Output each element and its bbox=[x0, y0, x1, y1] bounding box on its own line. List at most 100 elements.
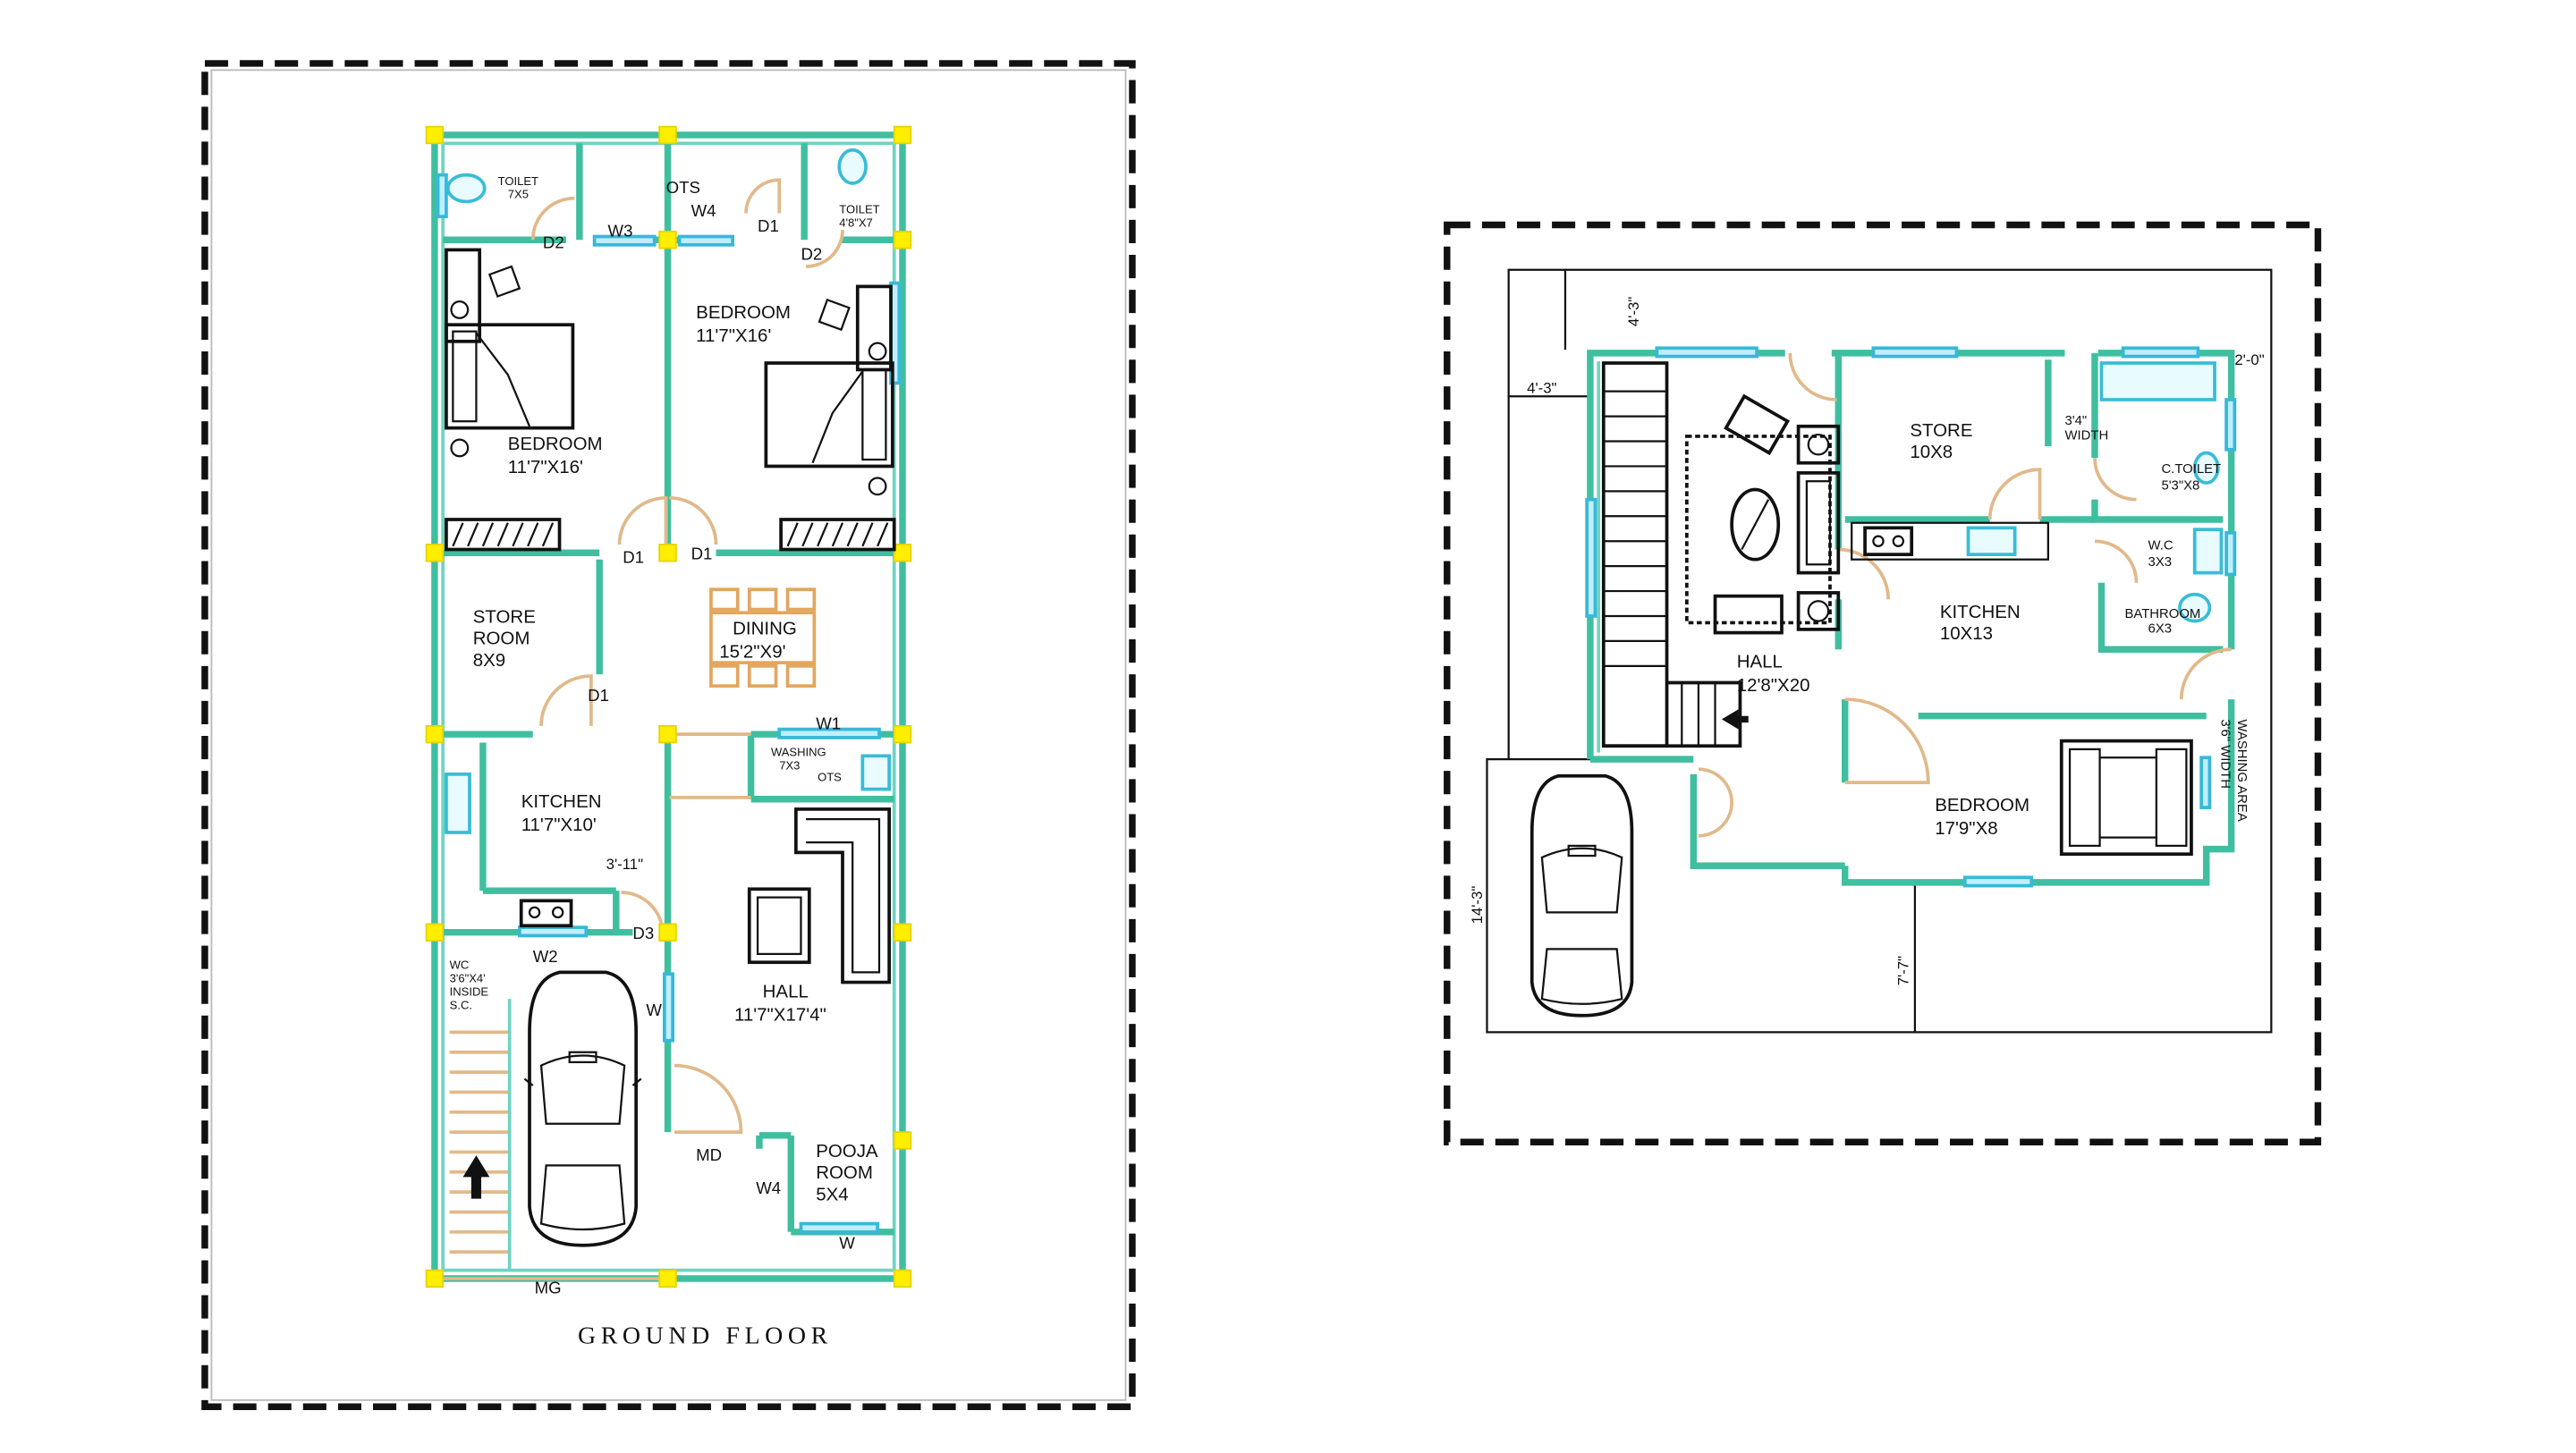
width-note-line1: 3'4" bbox=[2064, 414, 2087, 428]
ground-room-labels: TOILET 7X5 OTS TOILET 4'8"X7 BEDROOM 11'… bbox=[450, 174, 880, 1205]
ground-floor-sheet-border bbox=[201, 60, 1136, 1411]
first-plan: STORE 10X8 3'4" WIDTH C.TOILET 5'3"X8 W.… bbox=[1444, 221, 2322, 1146]
kitchen-counter-icon bbox=[1851, 521, 2049, 561]
tag-d3: D3 bbox=[632, 924, 654, 942]
first-plan-room-labels: STORE 10X8 3'4" WIDTH C.TOILET 5'3"X8 W.… bbox=[1737, 414, 2249, 839]
tag-w4-top: W4 bbox=[691, 201, 716, 220]
ground-columns bbox=[425, 125, 912, 1288]
toilet-left-size: 7X5 bbox=[508, 188, 529, 201]
width-note-line2: WIDTH bbox=[2064, 429, 2108, 444]
store-room-line2: ROOM bbox=[473, 629, 530, 649]
ground-floor-title: GROUND FLOOR bbox=[578, 1322, 833, 1350]
stair-arrow-icon bbox=[1721, 709, 1749, 730]
wc-line1: WC bbox=[450, 959, 470, 972]
ground-opening-tags: D2 W3 W4 D1 D2 D1 D1 D1 W1 3'-11" D3 W2 … bbox=[533, 201, 856, 1297]
bed-right-icon bbox=[764, 361, 894, 469]
wardrobe-right-icon bbox=[779, 518, 896, 552]
tag-d1-bed-left: D1 bbox=[623, 547, 644, 566]
bedroom-name: BEDROOM bbox=[1935, 795, 2029, 815]
car-icon-first bbox=[1530, 773, 1634, 1018]
toilet-left-name: TOILET bbox=[498, 174, 538, 188]
store-name: STORE bbox=[1910, 420, 1972, 441]
dim-4-3-left: 4'-3" bbox=[1527, 380, 1556, 397]
kitchen-name: KITCHEN bbox=[521, 791, 602, 812]
bathroom-name: BATHROOM bbox=[2124, 607, 2200, 621]
washing-area-line1: WASHING AREA bbox=[2234, 719, 2249, 821]
ground-internal-walls bbox=[443, 134, 894, 1236]
dining-table-icon bbox=[709, 587, 817, 688]
tag-w2: W2 bbox=[533, 947, 558, 966]
store-size: 10X8 bbox=[1910, 442, 1953, 462]
bedroom-right-name: BEDROOM bbox=[696, 302, 791, 323]
wc-line2: 3'6"X4' bbox=[450, 972, 486, 985]
hall-sofa-icon bbox=[747, 807, 891, 984]
wc-fixture-left-icon bbox=[445, 173, 487, 204]
tag-d1-store: D1 bbox=[588, 686, 609, 705]
hall-name: HALL bbox=[1737, 652, 1783, 672]
bathtub-icon bbox=[2099, 361, 2216, 401]
dim-4-3-top: 4'-3" bbox=[1625, 297, 1642, 326]
tag-w-bottom: W bbox=[839, 1233, 855, 1252]
store-room-size: 8X9 bbox=[473, 650, 505, 671]
washing-name: WASHING bbox=[771, 745, 826, 758]
dining-size: 15'2"X9' bbox=[719, 642, 785, 663]
dim-3-11: 3'-11" bbox=[606, 856, 643, 873]
dim-2-0: 2'-0" bbox=[2234, 351, 2264, 368]
wc-fixture-icon bbox=[2192, 528, 2224, 575]
tag-d1-top: D1 bbox=[758, 216, 779, 235]
study-table-left-icon bbox=[445, 248, 521, 458]
hall-name: HALL bbox=[763, 981, 809, 1001]
pooja-line1: POOJA bbox=[816, 1141, 878, 1162]
toilet-right-size: 4'8"X7 bbox=[839, 215, 873, 229]
first-staircase bbox=[1601, 361, 1749, 748]
pooja-line2: ROOM bbox=[816, 1162, 873, 1183]
dining-name: DINING bbox=[733, 618, 797, 638]
car-icon-ground bbox=[523, 970, 642, 1247]
wc-line3: INSIDE bbox=[450, 984, 489, 998]
tag-md: MD bbox=[696, 1145, 722, 1164]
first-plan-dimensions: 4'-3" 4'-3" 2'-0" 14'-3" 7'-7" bbox=[1469, 297, 2265, 986]
kitchen-sink-icon bbox=[445, 772, 471, 834]
tag-mg: MG bbox=[535, 1279, 562, 1297]
ground-floor-inner-border bbox=[210, 69, 1127, 1401]
bedroom-size: 17'9"X8 bbox=[1935, 818, 1997, 839]
ground-floor-plan: TOILET 7X5 OTS TOILET 4'8"X7 BEDROOM 11'… bbox=[201, 60, 1136, 1411]
bathroom-basin-icon bbox=[2178, 592, 2212, 623]
wc-size: 3X3 bbox=[2148, 555, 2172, 570]
bedroom-left-name: BEDROOM bbox=[508, 434, 603, 454]
bedroom-right-size: 11'7"X16' bbox=[696, 325, 771, 346]
tag-d2-right: D2 bbox=[801, 245, 822, 264]
toilet-right-name: TOILET bbox=[839, 202, 879, 215]
kitchen-name: KITCHEN bbox=[1940, 602, 2021, 622]
wardrobe-left-icon bbox=[445, 518, 562, 552]
tag-d2-left: D2 bbox=[543, 233, 564, 252]
c-toilet-size: 5'3"X8 bbox=[2161, 479, 2199, 494]
washing-area-line2: 3'6" WIDTH bbox=[2217, 719, 2232, 789]
washing-size: 7X3 bbox=[779, 758, 800, 772]
bedroom-left-size: 11'7"X16' bbox=[508, 457, 583, 477]
c-toilet-name: C.TOILET bbox=[2161, 462, 2221, 477]
wc-fixture-right-icon bbox=[837, 148, 868, 185]
pooja-size: 5X4 bbox=[816, 1184, 848, 1204]
wc-name: W.C bbox=[2148, 539, 2174, 553]
ots-top-label: OTS bbox=[666, 178, 700, 197]
washing-ots: OTS bbox=[818, 770, 842, 783]
dim-14-3: 14'-3" bbox=[1469, 886, 1486, 925]
kitchen-hob-icon bbox=[519, 899, 573, 928]
wc-line4: S.C. bbox=[450, 998, 472, 1011]
washing-sink-icon bbox=[860, 754, 891, 791]
tag-d1-bed-right: D1 bbox=[691, 545, 713, 563]
tag-w3: W3 bbox=[608, 222, 633, 241]
hall-size: 11'7"X17'4" bbox=[734, 1004, 826, 1025]
bathroom-size: 6X3 bbox=[2148, 622, 2172, 637]
tag-w1: W1 bbox=[816, 714, 841, 733]
kitchen-size: 11'7"X10' bbox=[521, 815, 597, 835]
kitchen-size: 10X13 bbox=[1940, 623, 1993, 644]
ground-staircase bbox=[449, 999, 512, 1271]
hall-size: 12'8"X20 bbox=[1737, 675, 1810, 696]
bedroom-bed-icon bbox=[2059, 739, 2193, 857]
bed-left-icon bbox=[445, 323, 575, 430]
study-table-right-icon bbox=[818, 284, 893, 496]
